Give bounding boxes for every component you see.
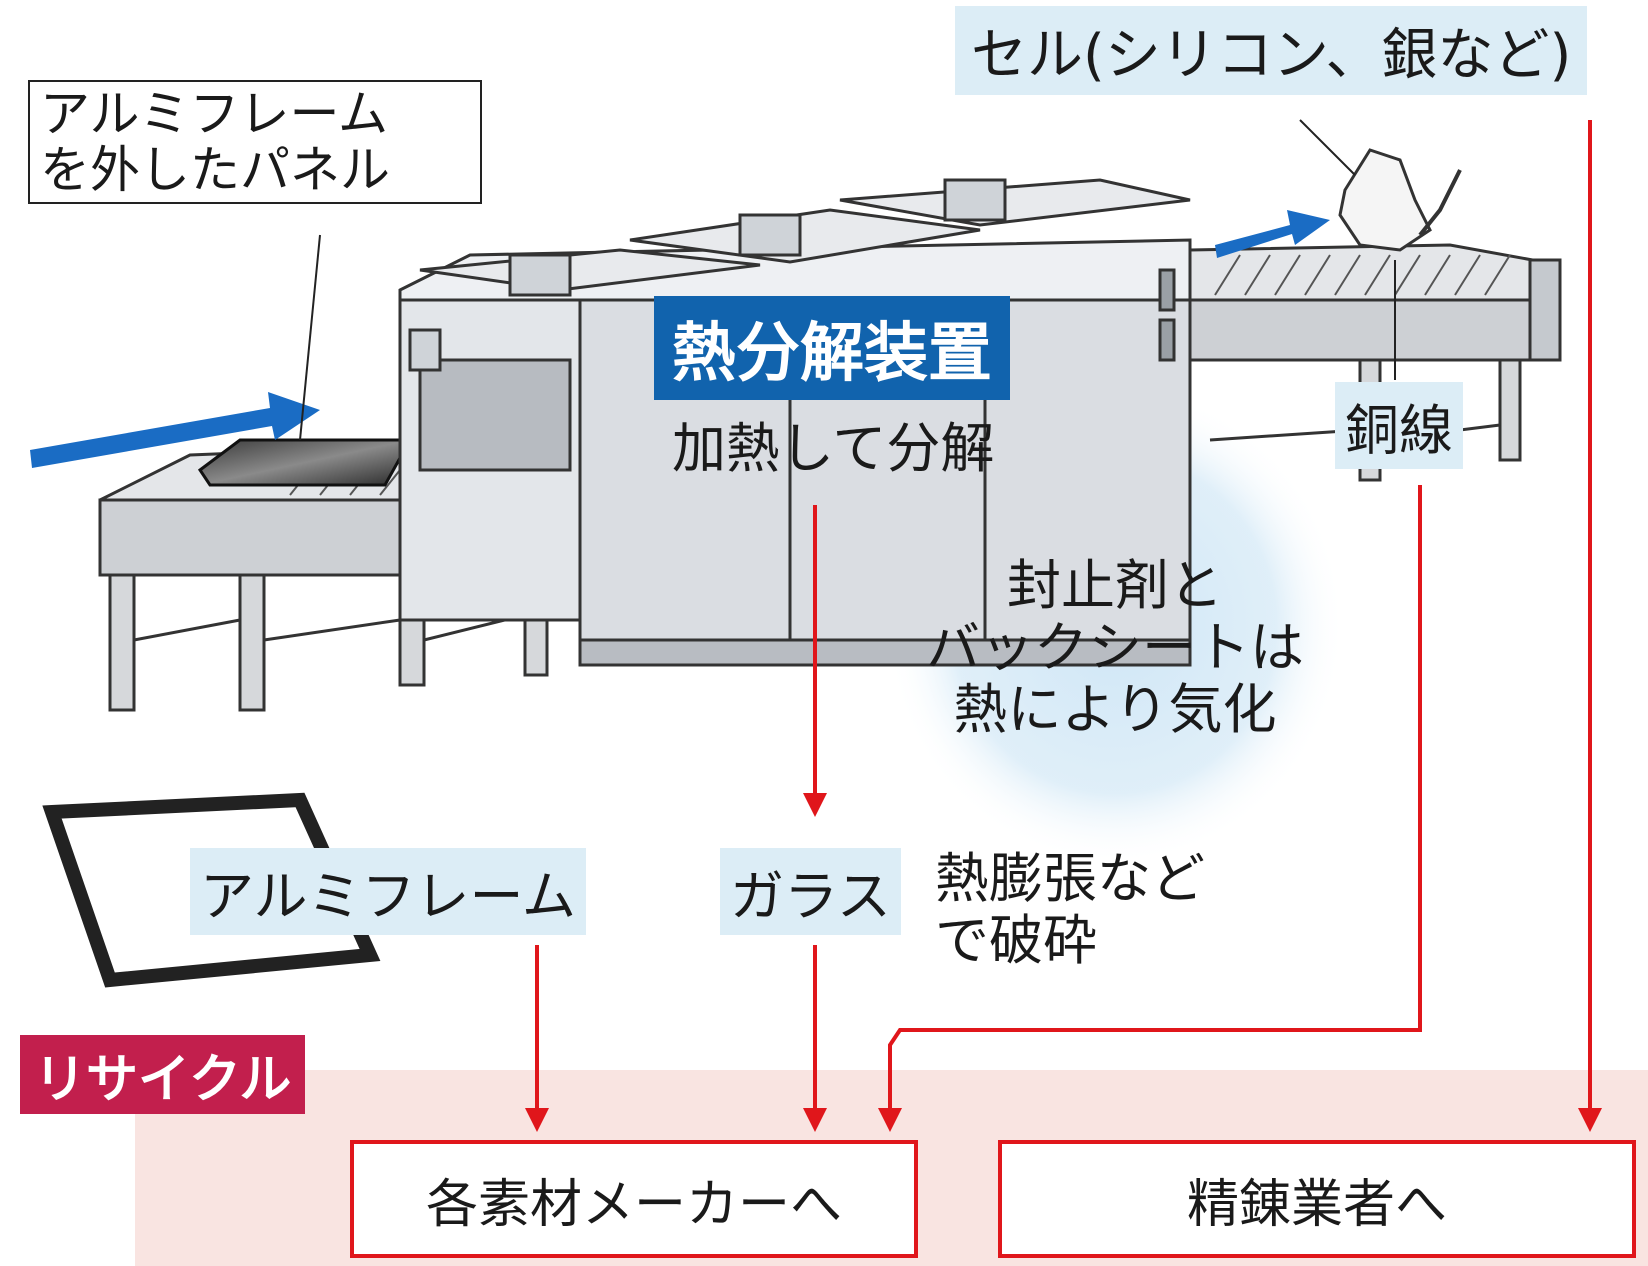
output-flow-arrow-icon <box>1215 210 1330 258</box>
aluminium-frame-icon <box>42 792 381 988</box>
vaporize-note: 封止剤と バックシートは 熱により気化 <box>926 554 1304 742</box>
copper-wire <box>1418 169 1462 237</box>
panel-callout: アルミフレーム を外したパネル <box>28 80 482 204</box>
cell-fragments <box>1338 148 1432 252</box>
input-flow-arrow-icon <box>30 392 320 468</box>
recycle-tag: リサイクル <box>20 1035 306 1114</box>
copper-wire-label: 銅線 <box>1335 382 1463 469</box>
heat-process-label: 加熱して分解 <box>672 417 995 480</box>
device-title: 熱分解装置 <box>654 296 1010 400</box>
glass-note: 熱膨張など で破砕 <box>935 847 1205 973</box>
aluminium-frame-label: アルミフレーム <box>190 848 586 935</box>
cell-output-label: セル(シリコン、銀など) <box>955 6 1588 95</box>
pyrolysis-machine <box>398 178 1192 667</box>
recycle-flow-lines <box>525 120 1602 1132</box>
glass-label: ガラス <box>720 848 901 935</box>
dest-material-makers-label: 各素材メーカーへ <box>425 1174 842 1235</box>
dest-refiners-label: 精錬業者へ <box>1186 1174 1447 1235</box>
cell-callout-pointer <box>1299 119 1356 176</box>
panel-callout-pointer <box>299 234 321 441</box>
solar-panel <box>197 438 413 487</box>
output-rollers <box>1214 254 1511 296</box>
dest-material-makers-box: 各素材メーカーへ <box>350 1140 918 1258</box>
dest-refiners-box: 精錬業者へ <box>998 1140 1636 1258</box>
